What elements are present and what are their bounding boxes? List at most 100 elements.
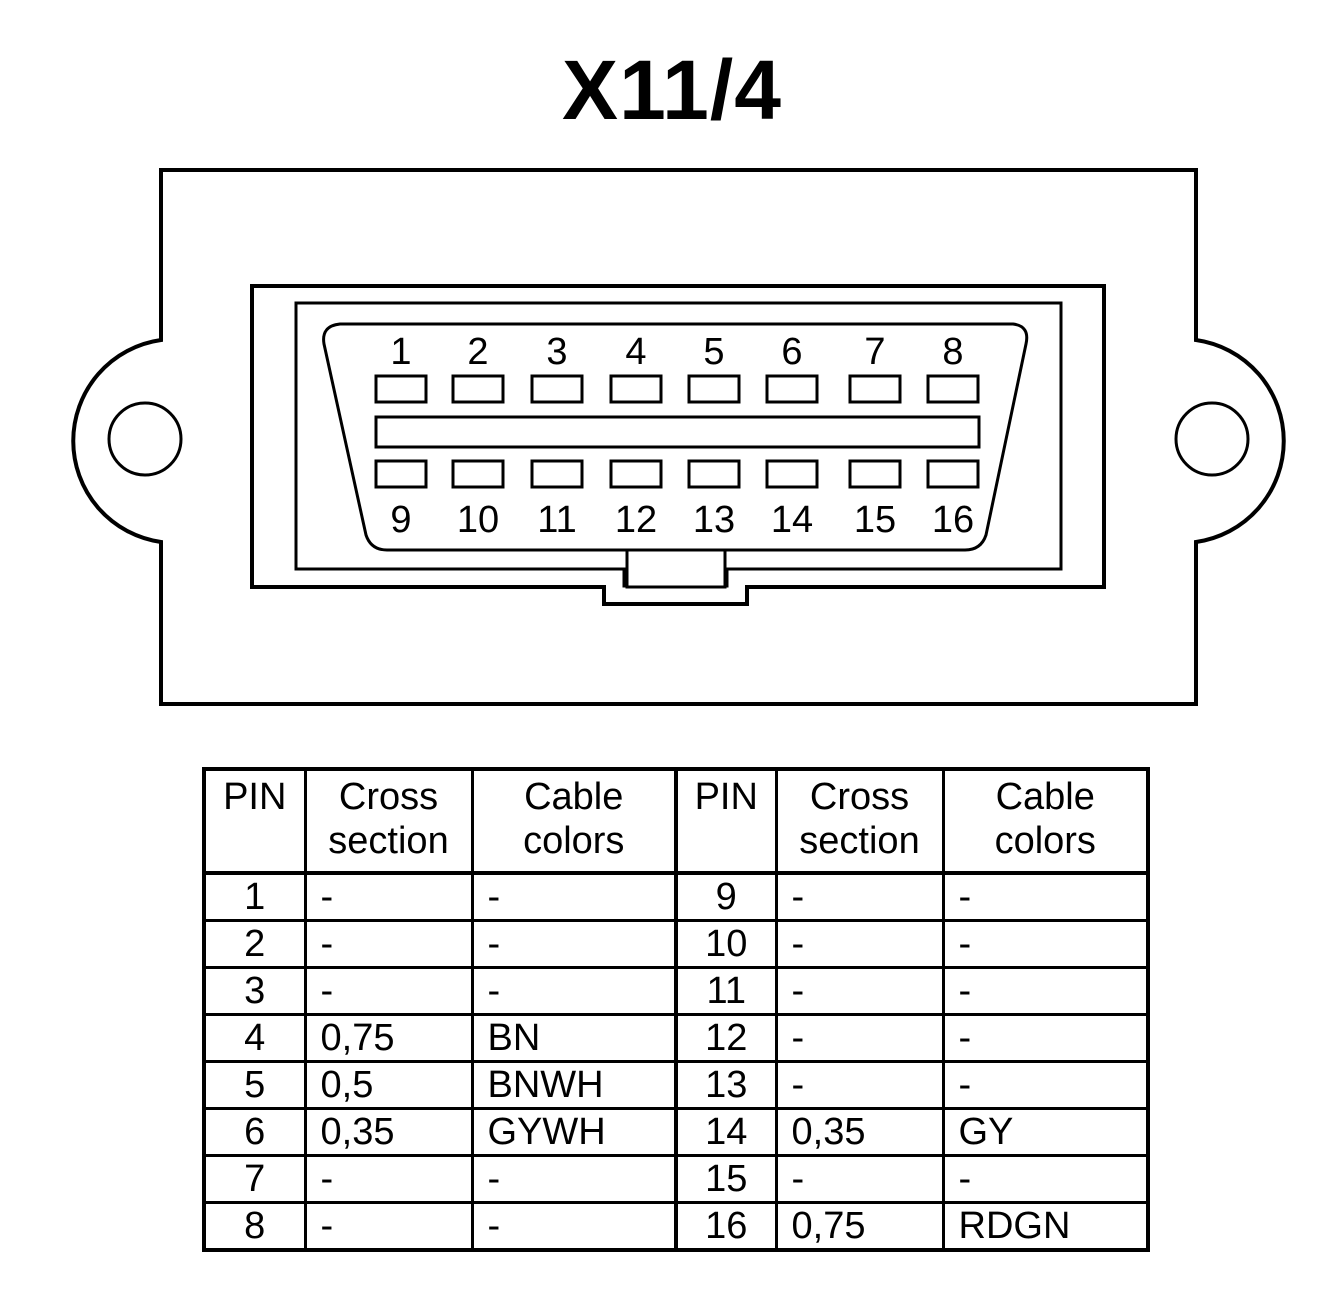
pin-contact xyxy=(451,374,505,404)
bottom-pin-label: 14 xyxy=(771,499,813,541)
table-row: 7--15-- xyxy=(202,1154,1150,1204)
pin-number-cell: 10 xyxy=(674,919,778,969)
pin-contact xyxy=(530,374,584,404)
socket-face xyxy=(322,322,1029,552)
pin-contact xyxy=(530,459,584,489)
bottom-pin-label: 9 xyxy=(390,499,411,541)
pin-number-cell: 8 xyxy=(202,1201,307,1252)
pin-number-cell: 13 xyxy=(674,1060,778,1110)
table-row: 1--9-- xyxy=(202,871,1150,922)
cable-color-cell: - xyxy=(941,1154,1150,1204)
table-row: 3--11-- xyxy=(202,966,1150,1016)
housing-outer xyxy=(250,284,1106,606)
pin-number-cell: 15 xyxy=(674,1154,778,1204)
cross-section-cell: 0,35 xyxy=(303,1107,474,1157)
cable-color-cell: - xyxy=(470,1154,678,1204)
top-pin-label: 5 xyxy=(703,331,724,373)
pin-contact xyxy=(687,459,741,489)
top-pin-label: 3 xyxy=(546,331,567,373)
cross-section-cell: - xyxy=(303,919,474,969)
cross-section-cell: - xyxy=(303,1154,474,1204)
bottom-pin-label: 15 xyxy=(854,499,896,541)
bottom-pin-label: 12 xyxy=(615,499,657,541)
cross-section-cell: - xyxy=(303,966,474,1016)
pin-contact xyxy=(848,374,902,404)
cross-section-cell: - xyxy=(774,1013,945,1063)
cable-color-cell: RDGN xyxy=(941,1201,1150,1252)
pin-contact xyxy=(451,459,505,489)
pin-number-cell: 1 xyxy=(202,871,307,922)
key-tab xyxy=(625,548,727,589)
cable-color-cell: - xyxy=(941,1013,1150,1063)
header-pin: PIN xyxy=(202,767,307,875)
cross-section-cell: 0,75 xyxy=(303,1013,474,1063)
cross-section-cell: 0,5 xyxy=(303,1060,474,1110)
pin-contact xyxy=(926,459,980,489)
mounting-hole-right xyxy=(1174,401,1250,477)
pin-number-cell: 3 xyxy=(202,966,307,1016)
pin-number-cell: 2 xyxy=(202,919,307,969)
header-pin: PIN xyxy=(674,767,778,875)
cable-color-cell: BNWH xyxy=(470,1060,678,1110)
cable-color-cell: - xyxy=(941,871,1150,922)
header-cable-colors: Cable colors xyxy=(941,767,1150,875)
pin-number-cell: 7 xyxy=(202,1154,307,1204)
top-pin-label: 6 xyxy=(781,331,802,373)
top-pin-label: 8 xyxy=(942,331,963,373)
bottom-pin-label: 10 xyxy=(457,499,499,541)
cable-color-cell: - xyxy=(470,919,678,969)
table-header-row: PIN Cross section Cable colors PIN Cross… xyxy=(202,767,1150,875)
cable-color-cell: - xyxy=(941,919,1150,969)
pin-contact xyxy=(765,459,819,489)
pin-number-cell: 11 xyxy=(674,966,778,1016)
pin-contact xyxy=(609,374,663,404)
top-pin-label: 4 xyxy=(625,331,646,373)
cross-section-cell: - xyxy=(774,919,945,969)
pin-contact xyxy=(765,374,819,404)
center-key-bar xyxy=(374,415,981,449)
pin-number-cell: 16 xyxy=(674,1201,778,1252)
top-pin-label: 2 xyxy=(467,331,488,373)
cross-section-cell: 0,35 xyxy=(774,1107,945,1157)
housing-inner xyxy=(294,301,1063,588)
top-pin-label: 7 xyxy=(864,331,885,373)
pin-contact xyxy=(609,459,663,489)
pin-number-cell: 12 xyxy=(674,1013,778,1063)
pin-number-cell: 4 xyxy=(202,1013,307,1063)
cable-color-cell: - xyxy=(941,966,1150,1016)
cross-section-cell: - xyxy=(774,871,945,922)
top-pin-label: 1 xyxy=(390,331,411,373)
cross-section-cell: - xyxy=(774,1060,945,1110)
bottom-pin-label: 13 xyxy=(693,499,735,541)
cross-section-cell: - xyxy=(303,871,474,922)
pin-contact xyxy=(848,459,902,489)
diagram-title: X11/4 xyxy=(562,43,782,137)
pin-contact xyxy=(926,374,980,404)
cable-color-cell: - xyxy=(470,1201,678,1252)
cross-section-cell: - xyxy=(774,1154,945,1204)
table-row: 2--10-- xyxy=(202,919,1150,969)
cross-section-cell: - xyxy=(774,966,945,1016)
bottom-pin-label: 11 xyxy=(537,499,576,541)
mounting-hole-left xyxy=(107,401,183,477)
cross-section-cell: 0,75 xyxy=(774,1201,945,1252)
header-cross-section: Cross section xyxy=(303,767,474,875)
pin-number-cell: 9 xyxy=(674,871,778,922)
bottom-pin-label: 16 xyxy=(932,499,974,541)
mounting-plate xyxy=(71,168,1286,706)
cable-color-cell: - xyxy=(470,871,678,922)
pin-assignment-table: PIN Cross section Cable colors PIN Cross… xyxy=(202,767,1150,1252)
pin-number-cell: 5 xyxy=(202,1060,307,1110)
pin-contact xyxy=(374,459,428,489)
pin-contact xyxy=(374,374,428,404)
pin-number-cell: 14 xyxy=(674,1107,778,1157)
cable-color-cell: BN xyxy=(470,1013,678,1063)
cable-color-cell: - xyxy=(470,966,678,1016)
cross-section-cell: - xyxy=(303,1201,474,1252)
cable-color-cell: GYWH xyxy=(470,1107,678,1157)
pin-contact xyxy=(687,374,741,404)
